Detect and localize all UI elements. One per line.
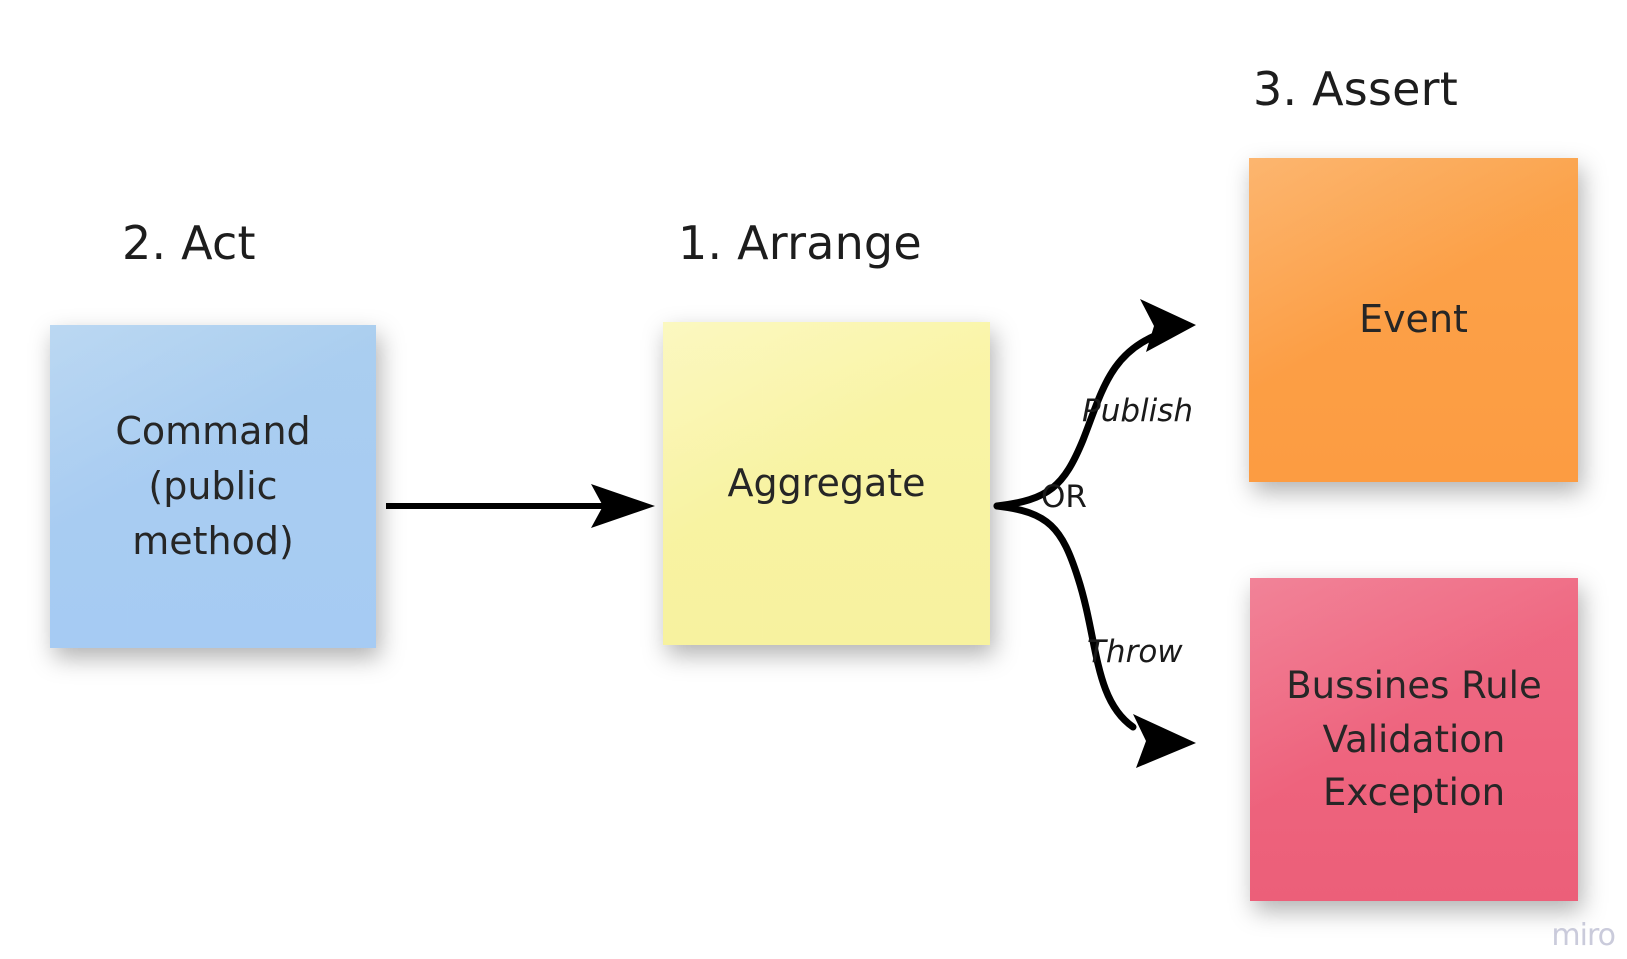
section-title-arrange: 1. Arrange (678, 216, 922, 270)
connector-command-to-aggregate (386, 484, 655, 528)
sticky-note-command-label: Command (public method) (115, 408, 311, 564)
sticky-note-command[interactable]: Command (public method) (50, 325, 376, 648)
arrow-head-command-to-aggregate (591, 484, 655, 528)
section-title-act: 2. Act (122, 216, 256, 270)
sticky-note-event-label: Event (1359, 297, 1468, 342)
sticky-note-aggregate[interactable]: Aggregate (663, 322, 990, 645)
section-title-assert: 3. Assert (1253, 62, 1458, 116)
edge-label-or: OR (1041, 479, 1087, 515)
miro-watermark: miro (1551, 918, 1616, 953)
arrow-head-throw (1133, 714, 1196, 768)
arrow-head-publish (1140, 299, 1196, 352)
sticky-note-event[interactable]: Event (1249, 158, 1578, 482)
sticky-note-aggregate-label: Aggregate (727, 460, 926, 505)
sticky-note-exception-label: Bussines Rule Validation Exception (1286, 664, 1542, 815)
edge-label-publish: Publish (1082, 393, 1194, 429)
sticky-note-business-rule-validation-exception[interactable]: Bussines Rule Validation Exception (1250, 578, 1578, 901)
edge-label-throw: Throw (1087, 634, 1183, 670)
arrow-shaft-throw (993, 502, 1137, 731)
